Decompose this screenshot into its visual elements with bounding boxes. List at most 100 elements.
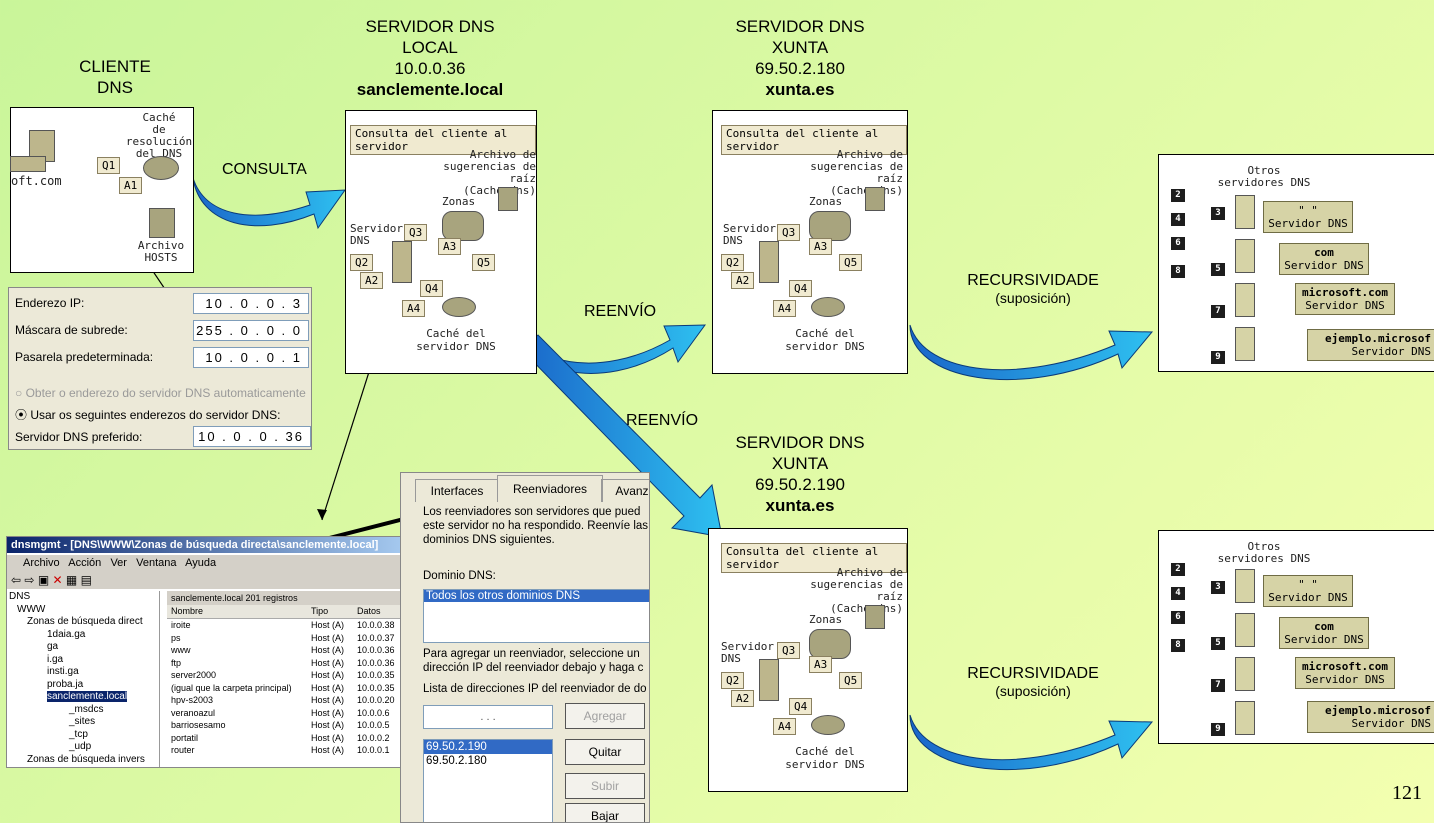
- tree-item[interactable]: _sites: [69, 716, 96, 727]
- step-number: 8: [1171, 265, 1185, 278]
- toolbar: ⇦ ⇨ ▣ ✕ ▦ ▤: [7, 571, 401, 589]
- record-name: www: [171, 645, 191, 655]
- mask-input[interactable]: 255 . 0 . 0 . 0: [193, 320, 309, 341]
- forwarder-ip-item[interactable]: 69.50.2.190: [424, 740, 552, 754]
- ip-list-label: Lista de direcciones IP del reenviador d…: [423, 683, 647, 695]
- a1-tag: A1: [119, 176, 143, 194]
- up-icon[interactable]: ▣: [37, 573, 50, 587]
- ip-input[interactable]: 10 . 0 . 0 . 3: [193, 293, 309, 314]
- column-header[interactable]: Nombre: [171, 606, 204, 616]
- record-name: veranoazul: [171, 707, 216, 718]
- records-pane: sanclemente.local 201 registros Nombre T…: [167, 591, 401, 757]
- menu-ayuda[interactable]: Ayuda: [185, 557, 217, 569]
- record-data: 10.0.0.37: [357, 632, 395, 643]
- tree-item[interactable]: _udp: [69, 741, 92, 752]
- panel-header: Consulta del cliente al servidor: [721, 125, 907, 155]
- tab-interfaces[interactable]: Interfaces: [415, 479, 499, 502]
- tree-item[interactable]: proba.ja: [47, 678, 84, 690]
- tree-item[interactable]: _msdcs: [69, 703, 104, 715]
- server-icon: [1235, 701, 1255, 735]
- tree-item[interactable]: _tcp: [69, 728, 88, 740]
- q2-tag: Q2: [721, 672, 745, 689]
- step-number: 6: [1171, 237, 1185, 250]
- tab-avanzado[interactable]: Avanz: [601, 479, 649, 502]
- q3-tag: Q3: [404, 224, 428, 241]
- panel-header: Consulta del cliente al servidor: [350, 125, 536, 155]
- forward-icon[interactable]: ⇨: [24, 573, 35, 587]
- server-icon: [1235, 195, 1255, 229]
- delete-icon[interactable]: ✕: [52, 573, 63, 587]
- preferred-dns-label: Servidor DNS preferido:: [15, 430, 143, 444]
- domain-list[interactable]: Todos los otros dominios DNS: [423, 589, 649, 643]
- tree-item[interactable]: DNS: [9, 591, 31, 602]
- tree-item[interactable]: Zonas de búsqueda invers: [27, 753, 145, 765]
- server-icon: [1235, 613, 1255, 647]
- table-row[interactable]: (igual que la carpeta principal)Host (A)…: [167, 682, 401, 695]
- ip-config-panel: Enderezo IP: 10 . 0 . 0 . 3 Máscara de s…: [8, 287, 312, 450]
- tree-item[interactable]: i.ga: [47, 653, 64, 665]
- tab-reenviadores[interactable]: Reenviadores: [497, 475, 603, 502]
- root-dns-box: " "Servidor DNS: [1263, 201, 1353, 233]
- record-data: 10.0.0.6: [357, 707, 390, 718]
- refresh-icon[interactable]: ▤: [80, 573, 92, 587]
- server-cache-icon: [811, 297, 845, 317]
- tree-item[interactable]: Zonas de búsqueda direct: [27, 616, 143, 627]
- q4-tag: Q4: [420, 280, 444, 297]
- server-icon: [1235, 327, 1255, 361]
- bajar-button[interactable]: Bajar: [565, 803, 645, 822]
- preferred-dns-input[interactable]: 10 . 0 . 0 . 36: [193, 426, 311, 447]
- q2-tag: Q2: [350, 254, 374, 271]
- q5-tag: Q5: [839, 254, 863, 271]
- radio-manual-dns[interactable]: ⦿ Usar os seguintes enderezos do servido…: [15, 408, 281, 422]
- radio-auto-dns[interactable]: ○ Obter o enderezo do servidor DNS autom…: [15, 386, 306, 400]
- column-header[interactable]: Tipo: [311, 606, 329, 616]
- zonas-db-icon: [809, 629, 851, 659]
- step-number: 9: [1211, 351, 1225, 364]
- menu-accion[interactable]: Acción: [68, 557, 102, 569]
- back-icon[interactable]: ⇦: [11, 573, 22, 587]
- forwarder-ip-item[interactable]: 69.50.2.180: [426, 755, 487, 767]
- subir-button[interactable]: Subir: [565, 773, 645, 799]
- tree-item-selected[interactable]: sanclemente.local: [47, 691, 128, 702]
- agregar-button[interactable]: Agregar: [565, 703, 645, 729]
- record-data: 10.0.0.35: [357, 682, 395, 693]
- consulta-arrow: [192, 177, 347, 230]
- tree-item[interactable]: WWW: [17, 603, 46, 615]
- menu-archivo[interactable]: Archivo: [23, 557, 60, 569]
- record-name: server2000: [171, 670, 217, 680]
- record-data: 10.0.0.38: [357, 620, 395, 630]
- properties-icon[interactable]: ▦: [65, 573, 78, 587]
- recursividade1-label: RECURSIVIDADE(suposición): [967, 272, 1099, 306]
- column-header[interactable]: Datos: [357, 606, 381, 616]
- tree-item[interactable]: 1daia.ga: [47, 628, 86, 640]
- forwarder-ip-input[interactable]: . . .: [423, 705, 553, 729]
- quitar-button[interactable]: Quitar: [565, 739, 645, 765]
- record-name: ps: [171, 632, 181, 643]
- gateway-input[interactable]: 10 . 0 . 0 . 1: [193, 347, 309, 368]
- root-file-icon: [498, 187, 518, 211]
- forwarder-ip-list: 69.50.2.190 69.50.2.180: [423, 739, 553, 822]
- tree-item[interactable]: ga: [47, 641, 59, 652]
- q3-tag: Q3: [777, 224, 801, 241]
- domain-item-selected[interactable]: Todos los otros dominios DNS: [424, 590, 649, 602]
- menu-ver[interactable]: Ver: [110, 557, 127, 569]
- reenvio2-label: REENVÍO: [626, 412, 699, 429]
- tree-item[interactable]: insti.ga: [47, 666, 79, 677]
- a4-tag: A4: [773, 718, 797, 735]
- record-data: 10.0.0.2: [357, 732, 390, 743]
- menu-ventana[interactable]: Ventana: [136, 557, 177, 569]
- record-type: Host (A): [311, 657, 345, 668]
- records-header-info: sanclemente.local 201 registros: [167, 591, 401, 605]
